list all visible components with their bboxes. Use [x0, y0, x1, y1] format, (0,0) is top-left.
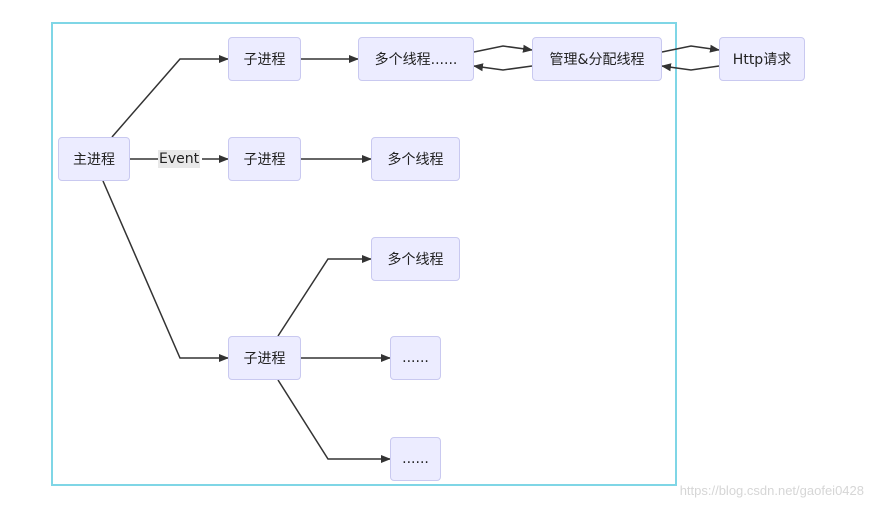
edge-main-to-child1: [111, 55, 229, 138]
node-child-process-3[interactable]: 子进程: [228, 336, 301, 380]
edge-threads1-to-manage: [473, 44, 533, 53]
edge-child3-to-dots2: [277, 379, 391, 463]
node-ellipsis-1[interactable]: ......: [390, 336, 441, 380]
node-manage-threads[interactable]: 管理&分配线程: [532, 37, 662, 81]
node-threads-2[interactable]: 多个线程: [371, 137, 460, 181]
node-main-process[interactable]: 主进程: [58, 137, 130, 181]
watermark: https://blog.csdn.net/gaofei0428: [679, 483, 864, 498]
edge-child3-to-threads3: [277, 255, 372, 337]
node-threads-1[interactable]: 多个线程......: [358, 37, 474, 81]
diagram-frame: [51, 22, 677, 486]
node-ellipsis-2[interactable]: ......: [390, 437, 441, 481]
edge-manage-to-threads1: [473, 63, 533, 72]
node-threads-3[interactable]: 多个线程: [371, 237, 460, 281]
edge-http-to-manage: [661, 63, 720, 72]
edge-manage-to-http: [661, 44, 720, 53]
edge-main-to-child3: [102, 180, 229, 362]
node-child-process-2[interactable]: 子进程: [228, 137, 301, 181]
node-http-request[interactable]: Http请求: [719, 37, 805, 81]
node-child-process-1[interactable]: 子进程: [228, 37, 301, 81]
edge-label-event: Event: [158, 150, 201, 168]
